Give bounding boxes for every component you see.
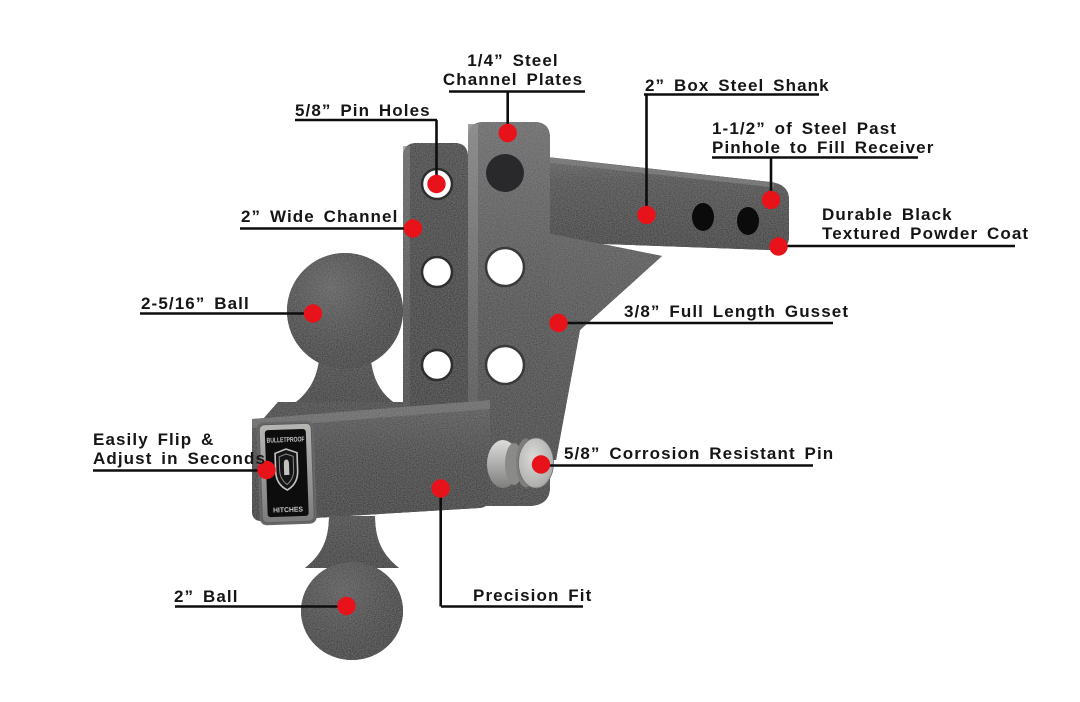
callout-label-ball-small: 2” Ball	[174, 587, 239, 606]
channel-holes	[420, 154, 526, 386]
dot-ball-small	[337, 596, 356, 616]
callout-lines	[93, 90, 1015, 608]
badge-product-text: HITCHES	[273, 506, 304, 514]
dot-steel-channel-plates	[498, 123, 517, 143]
callout-label-ball-large: 2-5/16” Ball	[141, 294, 250, 313]
callout-label-full-length-gusset: 3/8” Full Length Gusset	[624, 302, 850, 321]
dot-pin-holes	[427, 174, 446, 194]
callout-label-steel-past-pinhole: 1-1/2” of Steel Past Pinhole to Fill Rec…	[712, 119, 935, 157]
callout-dots	[257, 123, 788, 616]
dot-steel-past-pinhole	[761, 190, 781, 210]
dot-precision-fit	[431, 479, 450, 498]
dot-powder-coat	[769, 237, 788, 256]
dot-box-steel-shank	[637, 205, 656, 225]
callout-label-corrosion-resistant-pin: 5/8” Corrosion Resistant Pin	[564, 444, 835, 463]
dot-corrosion-resistant-pin	[531, 455, 551, 474]
badge-brand-text: BULLETPROOF	[266, 436, 305, 444]
brand-badge: BULLETPROOF HITCHES	[256, 420, 317, 526]
callout-label-powder-coat: Durable Black Textured Powder Coat	[822, 205, 1030, 243]
callout-label-steel-channel-plates: 1/4” Steel Channel Plates	[442, 51, 584, 89]
mount-top-face	[252, 400, 490, 428]
dot-easy-flip	[257, 460, 276, 480]
callout-label-pin-holes: 5/8” Pin Holes	[295, 101, 431, 120]
dot-full-length-gusset	[549, 313, 568, 333]
callout-label-precision-fit: Precision Fit	[473, 586, 593, 605]
large-ball	[287, 253, 403, 369]
dot-ball-large	[303, 304, 323, 323]
callout-label-wide-channel: 2” Wide Channel	[241, 207, 399, 226]
badge-bullet-icon	[283, 459, 290, 476]
callout-label-easy-flip: Easily Flip & Adjust in Seconds	[93, 430, 266, 468]
callout-label-box-steel-shank: 2” Box Steel Shank	[645, 76, 830, 95]
dot-wide-channel	[403, 219, 423, 238]
shank-holes	[692, 203, 759, 235]
gusset	[547, 233, 662, 460]
